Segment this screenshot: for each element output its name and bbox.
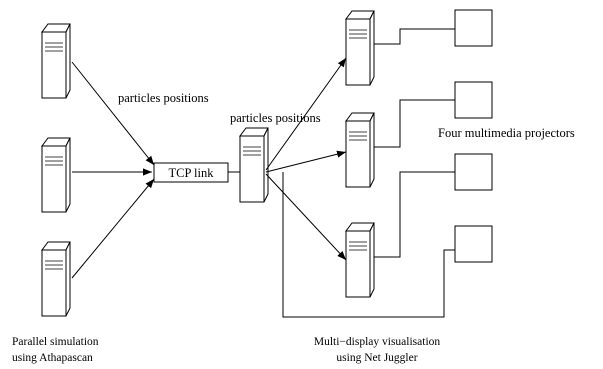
sim-server-2	[41, 137, 71, 213]
arrow-to-display-1	[265, 57, 347, 171]
arrow-to-display-3	[265, 173, 347, 261]
central-server	[239, 127, 269, 203]
projector-3	[454, 153, 493, 191]
arrow-sim1-tcp	[71, 61, 155, 166]
athapascan-label: using Athapascan	[12, 352, 93, 364]
projectors-label: Four multimedia projectors	[438, 126, 575, 140]
display-server-1	[345, 10, 375, 86]
link-to-projector-2	[374, 99, 455, 148]
link-to-projector-3	[374, 171, 455, 258]
projector-1	[454, 9, 493, 47]
display-server-2	[345, 112, 375, 188]
net-juggler-label: using Net Juggler	[336, 352, 417, 364]
multi-display-label: Multi−display visualisation	[314, 336, 441, 348]
tcp-link-label: TCP link	[168, 166, 214, 180]
arrow-sim3-tcp	[71, 178, 155, 279]
link-to-projector-4	[282, 172, 455, 318]
arrow-to-display-2	[265, 150, 347, 173]
sim-server-3	[41, 241, 71, 317]
particles-positions-left-label: particles positions	[118, 91, 209, 105]
projector-4	[454, 225, 493, 263]
display-server-3	[345, 222, 375, 298]
projector-2	[454, 81, 493, 119]
sim-server-1	[41, 23, 71, 99]
particles-positions-right-label: particles positions	[230, 111, 321, 125]
link-to-projector-1	[374, 28, 455, 45]
parallel-simulation-label: Parallel simulation	[12, 336, 99, 348]
